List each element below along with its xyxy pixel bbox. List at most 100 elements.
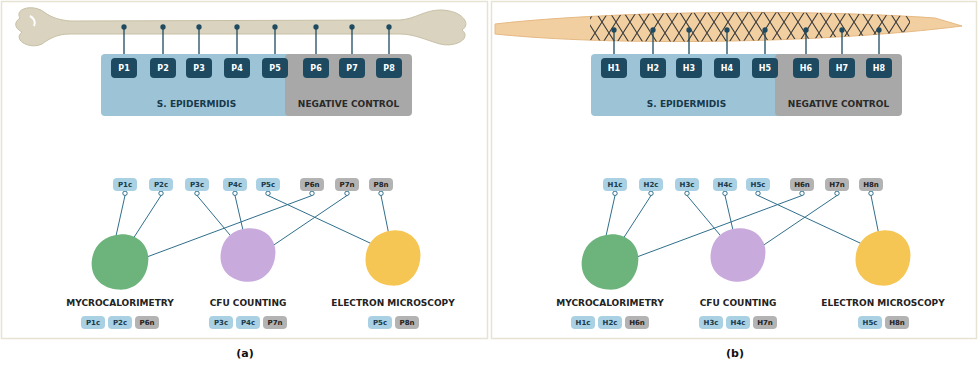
sample-chip: H6n xyxy=(790,178,814,191)
sample-chip: H4c xyxy=(726,316,750,329)
node-label: H4 xyxy=(721,64,733,73)
node-label: P1c xyxy=(118,181,132,189)
node-label: P8n xyxy=(374,181,389,189)
node-label: P3c xyxy=(190,181,204,189)
pin-box: H3 xyxy=(676,58,702,78)
group-title: NEGATIVE CONTROL xyxy=(775,99,902,109)
blob-shape xyxy=(578,232,642,292)
group-panel: NEGATIVE CONTROLP6P7P8 xyxy=(285,54,412,116)
sample-chip: P6n xyxy=(300,178,324,191)
group-panel: S. EPIDERMIDISP1P2P3P4P5 xyxy=(101,54,292,116)
sample-chip: P7n xyxy=(335,178,359,191)
blob-shape xyxy=(852,228,914,288)
pin-box: H2 xyxy=(640,58,666,78)
pin-box: P5 xyxy=(262,58,288,78)
pin-box: H5 xyxy=(752,58,778,78)
node-label: H8 xyxy=(873,64,885,73)
node-label: P5 xyxy=(269,64,280,73)
connector xyxy=(126,191,314,266)
group-title: S. EPIDERMIDIS xyxy=(101,99,292,109)
node-label: P6n xyxy=(305,181,320,189)
sample-chip: P8n xyxy=(395,316,419,329)
analysis-blob: MYCROCALORIMETRY xyxy=(88,232,152,292)
method-label: MYCROCALORIMETRY xyxy=(556,298,663,308)
node-label: P1c xyxy=(86,319,100,327)
node-label: P8n xyxy=(400,319,415,327)
sample-chip: H5c xyxy=(746,178,770,191)
node-label: P7n xyxy=(340,181,355,189)
analysis-blob: ELECTRON MICROSCOPY xyxy=(362,228,424,288)
sample-chip: H8n xyxy=(859,178,883,191)
sample-chip: P6n xyxy=(135,316,159,329)
node-label: H3 xyxy=(683,64,695,73)
pin-box: H1 xyxy=(601,58,627,78)
sample-chip: H2c xyxy=(639,178,663,191)
node-label: H7 xyxy=(836,64,848,73)
pin-box: P2 xyxy=(150,58,176,78)
node-label: H7n xyxy=(757,319,773,327)
blob-shape xyxy=(88,232,152,292)
sample-chip: P2c xyxy=(108,316,132,329)
sample-chip: P3c xyxy=(185,178,209,191)
panel-frame xyxy=(492,2,977,339)
sample-chip: P5c xyxy=(368,316,392,329)
pin-box: H7 xyxy=(829,58,855,78)
node-label: H2c xyxy=(603,319,618,327)
sample-chip: P4c xyxy=(223,178,247,191)
pin-box: H4 xyxy=(714,58,740,78)
sample-chip: P5c xyxy=(256,178,280,191)
node-label: P4c xyxy=(241,319,255,327)
method-label: ELECTRON MICROSCOPY xyxy=(331,298,454,308)
method-label: CFU COUNTING xyxy=(210,298,287,308)
sample-chip: H3c xyxy=(699,316,723,329)
pin-box: H6 xyxy=(793,58,819,78)
node-label: H1 xyxy=(608,64,620,73)
method-label: CFU COUNTING xyxy=(700,298,777,308)
sample-chip: P7n xyxy=(263,316,287,329)
node-label: H7n xyxy=(829,181,845,189)
panel-label: (b) xyxy=(726,347,744,360)
scaffold-mesh xyxy=(590,0,910,60)
analysis-blob: CFU COUNTING xyxy=(707,226,769,284)
sample-chip: H6n xyxy=(625,316,649,329)
node-label: H2 xyxy=(647,64,659,73)
node-label: P7 xyxy=(346,64,357,73)
node-label: P6 xyxy=(310,64,321,73)
pin-box: P3 xyxy=(186,58,212,78)
sample-chip: H4c xyxy=(713,178,737,191)
sample-chip: P4c xyxy=(236,316,260,329)
node-label: P6n xyxy=(140,319,155,327)
node-label: H1c xyxy=(608,181,623,189)
pin-box: P6 xyxy=(303,58,329,78)
group-title: NEGATIVE CONTROL xyxy=(285,99,412,109)
node-label: P2c xyxy=(113,319,127,327)
node-label: H4c xyxy=(718,181,733,189)
sample-chip: P1c xyxy=(81,316,105,329)
sample-chip: H8n xyxy=(885,316,909,329)
node-label: P4c xyxy=(228,181,242,189)
node-label: P2 xyxy=(157,64,168,73)
sample-chip: H2c xyxy=(598,316,622,329)
sample-chip: H7n xyxy=(825,178,849,191)
bone xyxy=(16,8,466,46)
node-label: P2c xyxy=(154,181,168,189)
node-label: P7n xyxy=(268,319,283,327)
node-label: H3c xyxy=(704,319,719,327)
sample-chip: H3c xyxy=(675,178,699,191)
node-label: P1 xyxy=(118,64,129,73)
analysis-blob: ELECTRON MICROSCOPY xyxy=(852,228,914,288)
analysis-blob: MYCROCALORIMETRY xyxy=(578,232,642,292)
method-label: MYCROCALORIMETRY xyxy=(66,298,173,308)
sample-chip: P8n xyxy=(369,178,393,191)
panel-label: (a) xyxy=(236,347,253,360)
sample-chip: P3c xyxy=(209,316,233,329)
node-label: H5 xyxy=(759,64,771,73)
connector xyxy=(616,191,804,266)
sample-chip: H7n xyxy=(753,316,777,329)
blob-shape xyxy=(362,228,424,288)
bone-highlight xyxy=(30,16,35,26)
sample-chip: H5c xyxy=(858,316,882,329)
node-label: H5c xyxy=(863,319,878,327)
sample-chip: P2c xyxy=(149,178,173,191)
group-panel: S. EPIDERMIDISH1H2H3H4H5 xyxy=(591,54,782,116)
